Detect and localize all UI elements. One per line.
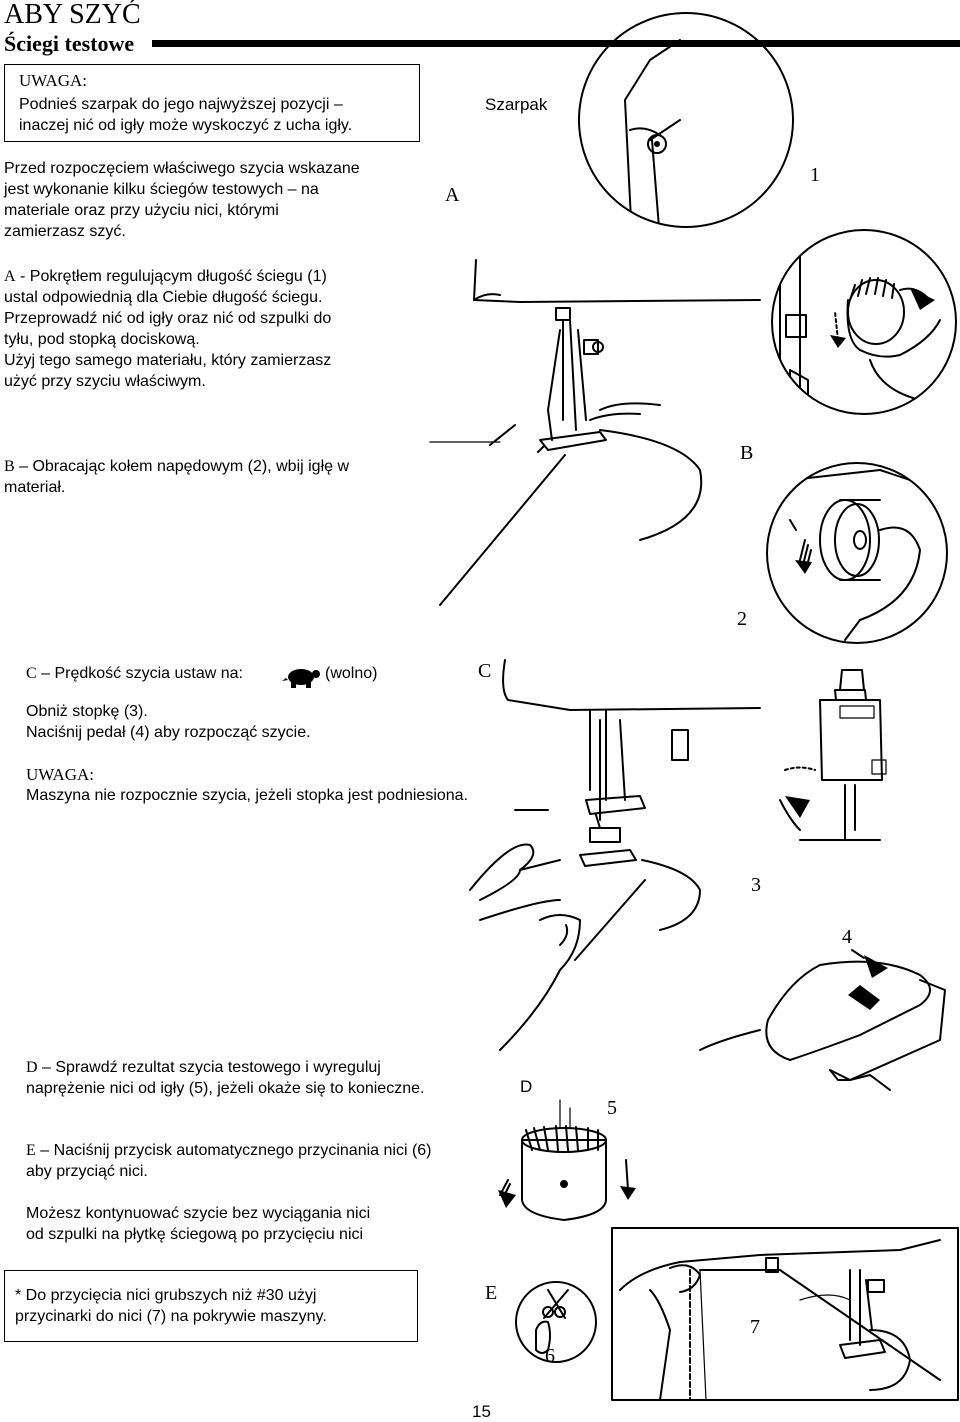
step-e: E – Naciśnij przycisk automatycznego prz… <box>26 1140 496 1182</box>
section-title: Ściegi testowe <box>4 31 135 56</box>
continue-paragraph: Możesz kontynuować szycie bez wyciągania… <box>26 1205 371 1243</box>
step-e-text: – Naciśnij przycisk automatycznego przyc… <box>26 1142 432 1180</box>
figure-number-4: 4 <box>842 926 852 948</box>
step-d-text: – Sprawdź rezultat szycia testowego i wy… <box>26 1059 425 1097</box>
chapter-title: ABY SZYĆ <box>4 0 141 30</box>
step-c-text3: Obniż stopkę (3). Naciśnij pedał (4) aby… <box>26 703 311 741</box>
figure-e-label: E <box>485 1282 498 1304</box>
step-c-letter: C <box>26 665 37 682</box>
step-a: A - Pokrętłem regulującym długość ściegu… <box>4 266 444 392</box>
footnote-box: * Do przycięcia nici grubszych niż #30 u… <box>4 1270 418 1342</box>
figure-d-label: D <box>520 1077 533 1096</box>
intro-paragraph: Przed rozpoczęciem właściwego szycia wsk… <box>4 160 360 240</box>
step-c-line1: C – Prędkość szycia ustaw na: <box>26 663 243 684</box>
step-c-text2: (wolno) <box>325 665 378 682</box>
step-d-letter: D <box>26 1059 38 1076</box>
step-e-letter: E <box>26 1142 36 1159</box>
step-d: D – Sprawdź rezultat szycia testowego i … <box>26 1057 496 1099</box>
step-b-text: – Obracając kołem napędowym (2), wbij ig… <box>4 458 350 496</box>
figure-a-label: A <box>445 184 460 206</box>
step-c-text1: – Prędkość szycia ustaw na: <box>36 665 243 682</box>
turtle-icon <box>282 669 320 688</box>
step-c-warning-text: Maszyna nie rozpocznie szycia, jeżeli st… <box>26 787 469 804</box>
szarpak-label: Szarpak <box>485 95 548 114</box>
figure-number-3: 3 <box>751 874 761 896</box>
step-b: B – Obracając kołem napędowym (2), wbij … <box>4 456 444 498</box>
page-number: 15 <box>472 1402 491 1421</box>
figure-number-7: 7 <box>750 1316 760 1338</box>
figure-number-5: 5 <box>607 1097 617 1119</box>
figure-b-label: B <box>740 442 754 464</box>
warning-box: UWAGA: Podnieś szarpak do jego najwyższe… <box>4 64 420 142</box>
step-b-letter: B <box>4 458 15 475</box>
header-rule <box>152 40 960 47</box>
figure-number-6: 6 <box>545 1345 555 1367</box>
step-c-warning-title: UWAGA: <box>26 765 94 784</box>
figure-number-2: 2 <box>737 608 747 630</box>
footnote-text: * Do przycięcia nici grubszych niż #30 u… <box>15 1287 327 1325</box>
warning-text: Podnieś szarpak do jego najwyższej pozyc… <box>19 96 353 134</box>
warning-title: UWAGA: <box>19 71 87 90</box>
step-a-text: - Pokrętłem regulującym długość ściegu (… <box>4 268 332 390</box>
figure-number-1: 1 <box>810 164 820 186</box>
figure-c-label: C <box>478 660 492 682</box>
step-a-letter: A <box>4 268 16 285</box>
